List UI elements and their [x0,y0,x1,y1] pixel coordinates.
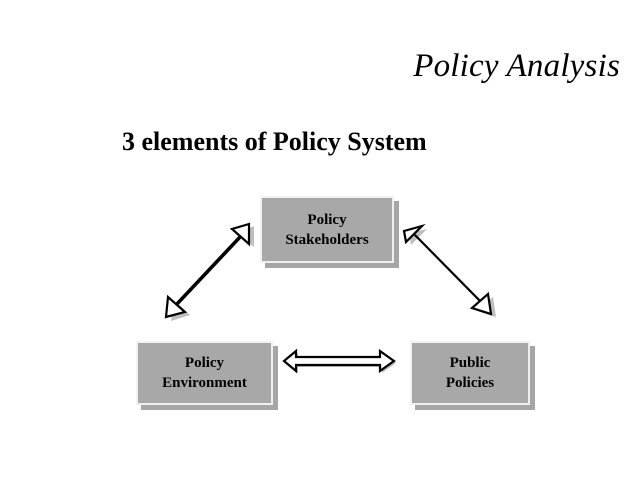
diagram-node-public-policies[interactable]: Public Policies [410,341,535,410]
node-label: Policy Stakeholders [281,210,372,250]
node-face: Public Policies [410,341,530,405]
node-label-line-1: Policy [184,355,225,371]
node-label-line-2: Environment [162,375,247,391]
double-headed-arrow-diagonal-up-right-icon [150,218,260,330]
node-label: Public Policies [442,353,498,393]
node-label: Policy Environment [158,353,251,393]
diagram-node-policy-environment[interactable]: Policy Environment [136,341,278,410]
node-face: Policy Environment [136,341,273,405]
slide-subtitle: 3 elements of Policy System [122,127,427,156]
node-label-line-1: Policy [307,211,347,228]
node-label-line-2: Stakeholders [285,231,369,248]
double-headed-arrow-diagonal-down-right-icon [400,223,512,324]
node-label-line-1: Public [449,355,491,371]
page-title: Policy Analysis [413,48,620,84]
double-headed-arrow-horizontal-icon [282,348,400,382]
diagram-node-policy-stakeholders[interactable]: Policy Stakeholders [260,196,399,268]
node-label-line-2: Policies [445,375,495,391]
node-face: Policy Stakeholders [260,196,394,263]
